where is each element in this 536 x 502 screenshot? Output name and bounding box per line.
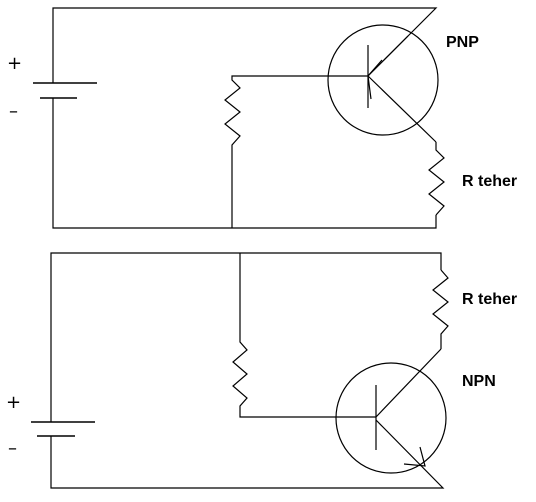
npn-battery-minus-sign: – [8,438,17,459]
pnp-battery-plus-sign: + [7,53,23,74]
npn-load-label: R teher [462,291,518,308]
pnp-load-label: R teher [462,173,518,190]
pnp-emitter-arrow [367,59,383,100]
npn-battery-plus-sign: + [6,392,22,413]
npn-collector-lead [375,348,442,418]
pnp-load-resistor [428,142,445,216]
npn-circuit [31,252,449,489]
pnp-transistor-circle [327,24,439,136]
pnp-base-resistor [224,75,368,228]
npn-base-resistor [232,253,376,418]
pnp-battery-minus-sign: – [9,101,18,122]
npn-emitter-arrow [403,446,426,467]
npn-bottom-wire [50,419,445,489]
pnp-bottom-wire [52,98,437,229]
npn-label: NPN [462,373,496,390]
pnp-label: PNP [446,34,479,51]
npn-top-wire [50,252,442,422]
pnp-circuit [33,7,445,229]
pnp-collector-lead [367,75,437,143]
pnp-top-wire [52,7,438,83]
npn-load-resistor [432,269,449,349]
npn-transistor-circle [335,362,447,474]
pnp-emitter-lead [367,35,409,77]
